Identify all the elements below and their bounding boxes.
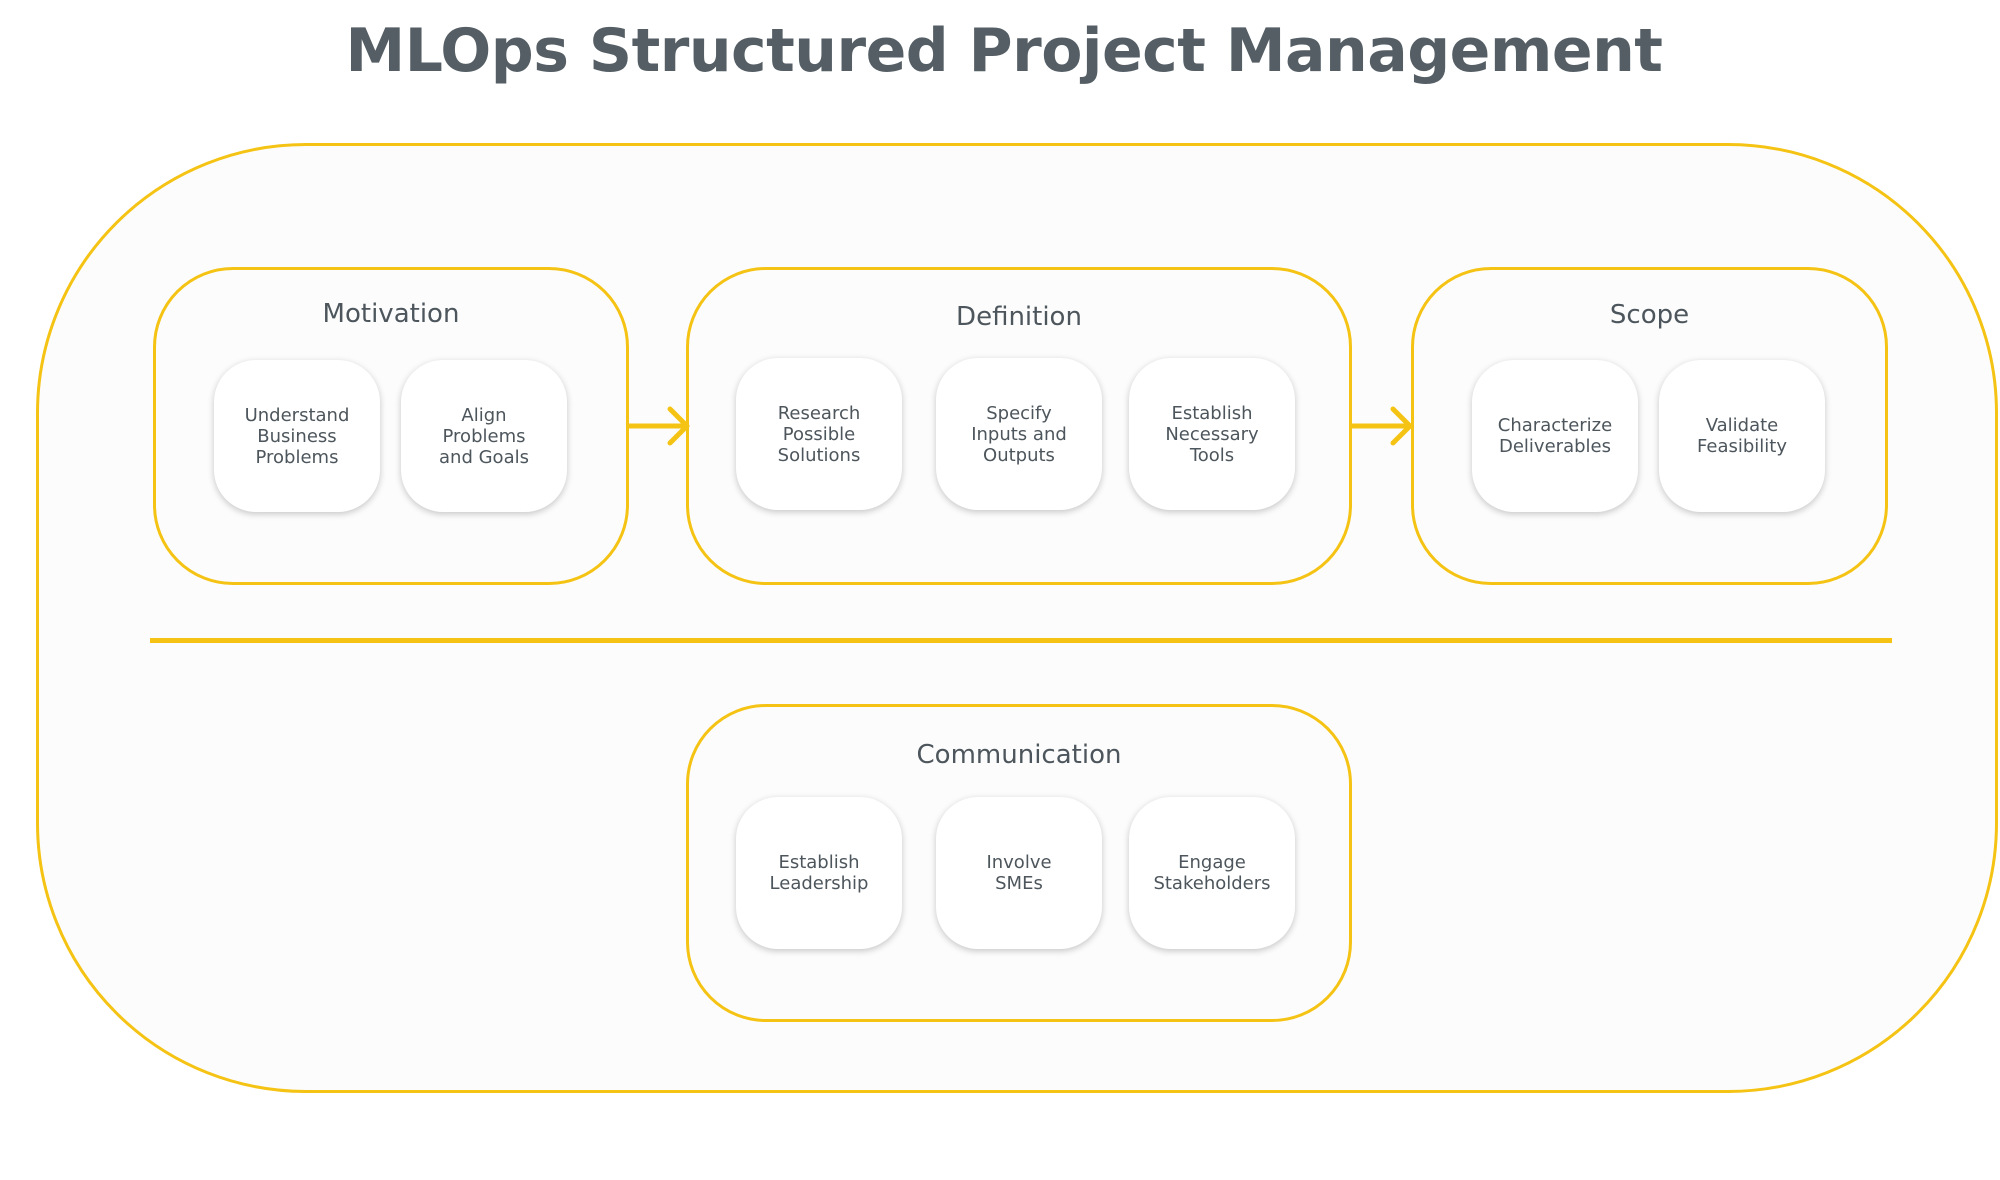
card-label: Validate Feasibility (1697, 415, 1787, 457)
card-understand-business-problems: Understand Business Problems (214, 360, 380, 512)
group-title-definition: Definition (956, 302, 1082, 332)
card-label: Characterize Deliverables (1497, 415, 1613, 457)
group-title-motivation: Motivation (322, 299, 460, 329)
card-align-problems-and-goals: Align Problems and Goals (401, 360, 567, 512)
card-label: Align Problems and Goals (439, 404, 529, 468)
card-research-possible-solutions: Research Possible Solutions (736, 358, 902, 510)
page-title: MLOps Structured Project Management (345, 16, 1663, 86)
card-specify-inputs-and-outputs: Specify Inputs and Outputs (936, 358, 1102, 510)
card-establish-necessary-tools: Establish Necessary Tools (1129, 358, 1295, 510)
group-title-scope: Scope (1609, 300, 1690, 330)
card-label: Research Possible Solutions (777, 402, 861, 466)
card-label: Establish Leadership (769, 852, 869, 894)
card-label: Understand Business Problems (244, 404, 350, 468)
card-involve-smes: Involve SMEs (936, 797, 1102, 949)
card-label: Specify Inputs and Outputs (971, 402, 1067, 466)
card-establish-leadership: Establish Leadership (736, 797, 902, 949)
group-communication: Communication Establish Leadership Invol… (686, 704, 1352, 1022)
card-validate-feasibility: Validate Feasibility (1659, 360, 1825, 512)
card-label: Establish Necessary Tools (1165, 402, 1259, 466)
group-scope: Scope Characterize Deliverables Validate… (1411, 267, 1888, 585)
card-characterize-deliverables: Characterize Deliverables (1472, 360, 1638, 512)
card-label: Engage Stakeholders (1153, 852, 1271, 894)
group-title-communication: Communication (916, 740, 1122, 770)
section-divider (150, 638, 1892, 643)
arrow-right-icon (626, 406, 690, 446)
arrow-right-icon (1349, 406, 1413, 446)
group-motivation: Motivation Understand Business Problems … (153, 267, 629, 585)
card-engage-stakeholders: Engage Stakeholders (1129, 797, 1295, 949)
group-definition: Definition Research Possible Solutions S… (686, 267, 1352, 585)
card-label: Involve SMEs (986, 852, 1052, 894)
